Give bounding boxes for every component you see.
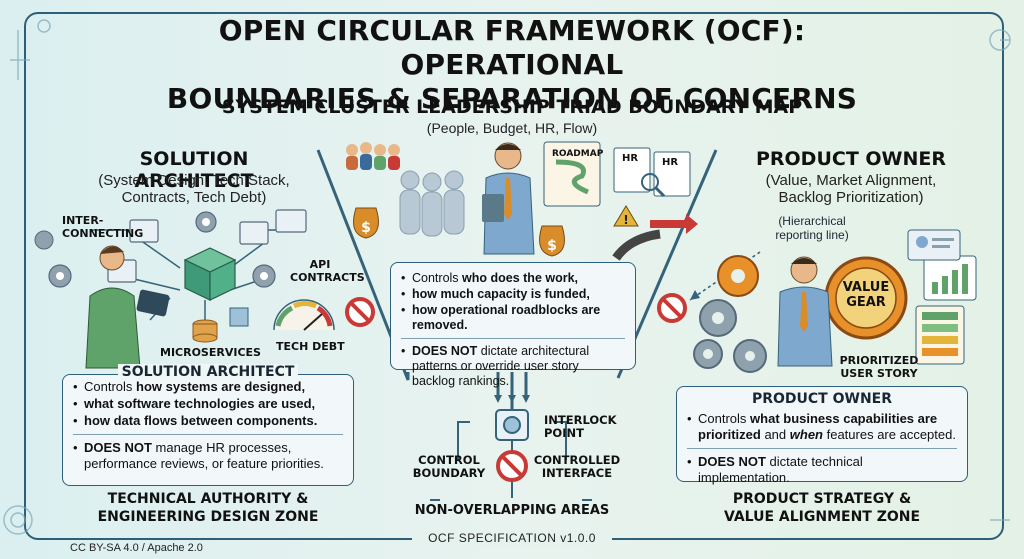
architect-person-icon bbox=[85, 245, 170, 369]
architect-zone-label: TECHNICAL AUTHORITY & ENGINEERING DESIGN… bbox=[97, 491, 319, 525]
money-bag-icon: $ bbox=[539, 225, 565, 257]
product-owner-responsibility-box: Controls what business capabilities are … bbox=[676, 386, 968, 485]
product-owner-illustration bbox=[693, 229, 977, 373]
architect-box-title: SOLUTION ARCHITECT bbox=[118, 364, 298, 380]
svg-text:$: $ bbox=[547, 238, 557, 254]
clipboard-icon bbox=[482, 194, 504, 222]
svg-text:$: $ bbox=[361, 220, 371, 236]
gear-icon bbox=[717, 255, 759, 297]
manager-not-item: DOES NOT dictate architectural patterns … bbox=[401, 344, 625, 389]
manager-illustration: $ $ ! bbox=[346, 141, 698, 261]
profile-card-icon bbox=[907, 229, 961, 261]
roadmap-label: ROADMAP bbox=[552, 149, 604, 159]
map-subnote: (People, Budget, HR, Flow) bbox=[426, 120, 598, 136]
hr-document-icon bbox=[613, 147, 691, 198]
non-overlapping-label: NON-OVERLAPPING AREAS bbox=[414, 503, 610, 518]
architect-not-item: DOES NOT manage HR processes, performanc… bbox=[73, 440, 343, 472]
window-icon bbox=[275, 209, 307, 233]
architect-title: SOLUTION ARCHITECT bbox=[134, 148, 254, 192]
gear-icon bbox=[34, 230, 54, 250]
api-contracts-label: API CONTRACTS bbox=[290, 258, 365, 284]
controlled-interface-label: CONTROLLED INTERFACE bbox=[533, 453, 621, 480]
prioritized-story-label: PRIORITIZED USER STORY bbox=[839, 354, 919, 380]
architect-control-item: Controls how systems are designed, bbox=[73, 379, 343, 395]
team-silhouettes-icon bbox=[399, 170, 465, 237]
prohibit-icon bbox=[657, 293, 687, 323]
manager-person-icon bbox=[482, 142, 535, 255]
gear-icon bbox=[699, 299, 737, 337]
svg-text:!: ! bbox=[623, 213, 628, 227]
architect-illustration bbox=[34, 209, 335, 369]
spec-version-label: OCF SPECIFICATION v1.0.0 bbox=[412, 530, 612, 546]
database-icon bbox=[192, 319, 218, 343]
product-owner-person-icon bbox=[777, 256, 833, 367]
control-boundary-label: CONTROL BOUNDARY bbox=[412, 453, 486, 480]
hr-label: HR bbox=[622, 153, 639, 164]
prohibit-icon bbox=[345, 297, 375, 327]
license-label: CC BY-SA 4.0 / Apache 2.0 bbox=[70, 542, 203, 554]
hr-label: HR bbox=[662, 157, 679, 168]
service-cube-icon bbox=[229, 307, 249, 327]
money-bag-icon: $ bbox=[353, 207, 379, 239]
architect-subtitle: (System Design, Tech Stack, Contracts, T… bbox=[98, 172, 290, 206]
architect-responsibility-box: Controls how systems are designed, what … bbox=[62, 374, 354, 486]
gear-icon bbox=[693, 339, 723, 369]
growth-chart-icon bbox=[923, 255, 977, 301]
user-story-list-icon bbox=[915, 305, 965, 365]
prohibit-icon bbox=[496, 450, 528, 482]
arrow-right-icon bbox=[650, 214, 698, 234]
product-owner-not-item: DOES NOT dictate technical implementatio… bbox=[687, 454, 957, 486]
microservices-label: MICROSERVICES bbox=[160, 346, 261, 359]
window-icon bbox=[129, 219, 159, 243]
corner-ring-icon bbox=[3, 505, 33, 535]
manager-responsibility-box: Controls who does the work, how much cap… bbox=[390, 262, 636, 388]
value-gear-label: VALUE GEAR bbox=[842, 280, 890, 310]
product-owner-zone-label: PRODUCT STRATEGY & VALUE ALIGNMENT ZONE bbox=[723, 491, 921, 525]
product-owner-control-item: Controls what business capabilities are … bbox=[687, 411, 957, 443]
interconnecting-label: INTER- CONNECTING bbox=[62, 214, 144, 240]
manager-control-item: Controls who does the work, bbox=[401, 271, 625, 286]
architect-control-item: what software technologies are used, bbox=[73, 396, 343, 412]
manager-control-item: how much capacity is funded, bbox=[401, 287, 625, 302]
page-title: OPEN CIRCULAR FRAMEWORK (OCF): OPERATION… bbox=[166, 14, 858, 115]
interlock-label: INTERLOCK POINT bbox=[544, 413, 617, 440]
product-owner-subtitle: (Value, Market Alignment, Backlog Priori… bbox=[765, 172, 937, 206]
roadmap-icon bbox=[543, 141, 601, 207]
gear-icon bbox=[733, 339, 767, 373]
product-owner-title: PRODUCT OWNER bbox=[755, 148, 947, 170]
people-group-icon bbox=[346, 142, 400, 170]
roadblock-icon: ! bbox=[612, 205, 698, 261]
reporting-line-note: (Hierarchical reporting line) bbox=[775, 214, 849, 242]
product-owner-box-title: PRODUCT OWNER bbox=[751, 391, 893, 407]
tablet-icon bbox=[136, 289, 170, 317]
manager-control-item: how operational roadblocks are removed. bbox=[401, 303, 625, 333]
interlock-point-icon bbox=[495, 409, 529, 441]
tech-debt-gauge-icon bbox=[273, 299, 335, 331]
window-icon bbox=[239, 221, 269, 245]
map-subtitle: SYSTEM CLUSTER LEADERSHIP TRIAD BOUNDARY… bbox=[221, 96, 803, 118]
tech-debt-label: TECH DEBT bbox=[276, 340, 345, 353]
data-cube-icon bbox=[183, 247, 237, 301]
architect-control-item: how data flows between components. bbox=[73, 413, 343, 429]
